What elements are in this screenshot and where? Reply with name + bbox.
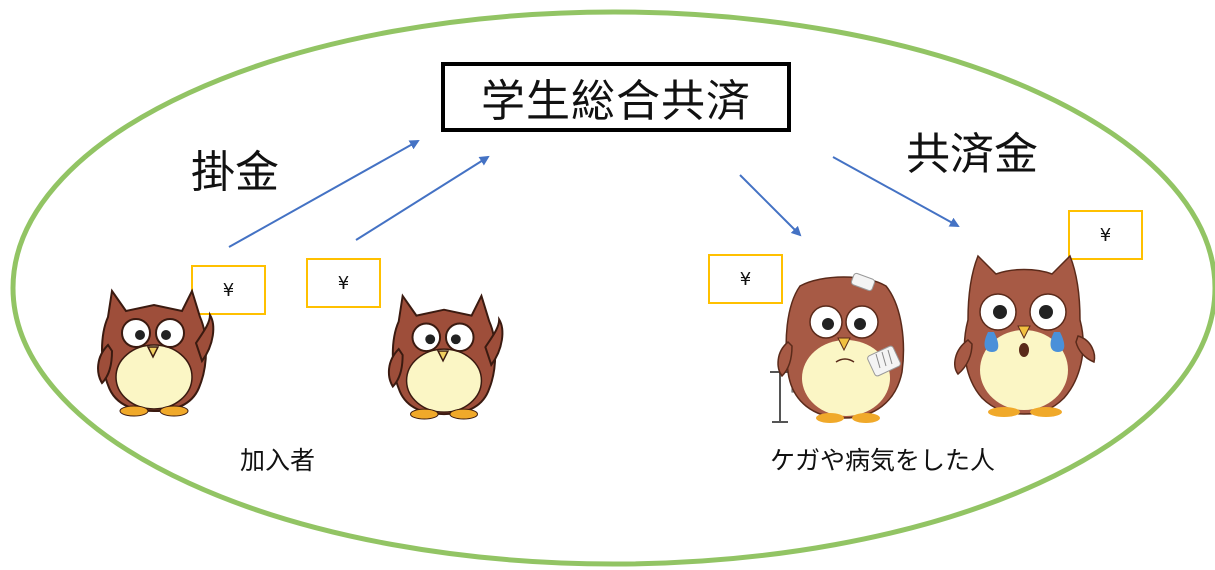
premium-label: 掛金 [191,147,279,198]
members-label: 加入者 [240,446,316,475]
owl-member-icon [97,288,215,417]
arrow-benefit-2 [832,156,960,227]
owl-injured-icon [770,272,905,423]
benefit-label: 共済金 [906,129,1038,180]
yen-box: ¥ [1068,210,1143,260]
yen-box: ¥ [708,254,783,304]
owl-crying-icon [954,254,1096,417]
arrow-premium-2 [355,155,490,241]
arrow-benefit-1 [739,174,802,237]
claimants-label: ケガや病気をした人 [770,446,996,475]
yen-box: ¥ [306,258,381,308]
yen-box: ¥ [191,265,266,315]
title-box: 学生総合共済 [441,62,791,132]
owl-member-icon [387,293,504,420]
arrow-premium-1 [228,140,420,248]
outer-ellipse [10,9,1215,567]
